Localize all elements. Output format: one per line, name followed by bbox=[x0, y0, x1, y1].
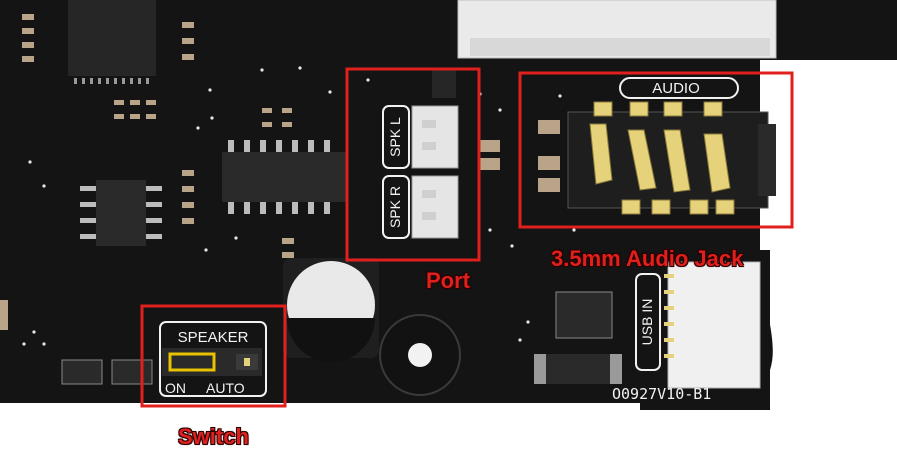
soic-chip bbox=[222, 140, 346, 214]
speaker-connector-right: SPK R bbox=[382, 175, 459, 239]
usb-in-label: USB IN bbox=[639, 299, 655, 346]
spk-r-label: SPK R bbox=[387, 186, 403, 228]
speaker-label: SPEAKER bbox=[178, 329, 249, 346]
audio-jack-highlight-box bbox=[518, 71, 794, 229]
port-highlight-box bbox=[345, 67, 481, 262]
spk-l-label: SPK L bbox=[387, 117, 403, 157]
on-label: ON bbox=[165, 380, 186, 396]
usb-port: USB IN bbox=[635, 261, 761, 389]
mounting-hole bbox=[379, 314, 461, 396]
switch-callout: Switch bbox=[178, 424, 249, 449]
small-chip bbox=[80, 180, 162, 246]
speaker-switch: SPEAKER ON AUTO bbox=[159, 321, 267, 397]
ic-chip bbox=[68, 0, 156, 84]
audio-label: AUDIO bbox=[652, 80, 700, 97]
audio-jack: AUDIO bbox=[567, 77, 776, 215]
switch-highlight-box bbox=[140, 304, 287, 408]
top-connector bbox=[457, 0, 777, 59]
board-id: O0927V10-B1 bbox=[612, 385, 711, 403]
speaker-connector-left: SPK L bbox=[382, 105, 459, 169]
auto-label: AUTO bbox=[206, 380, 245, 396]
audio-jack-callout: 3.5mm Audio Jack bbox=[551, 246, 744, 271]
diode bbox=[534, 291, 622, 384]
port-callout: Port bbox=[426, 268, 470, 293]
electrolytic-capacitor bbox=[283, 258, 379, 362]
